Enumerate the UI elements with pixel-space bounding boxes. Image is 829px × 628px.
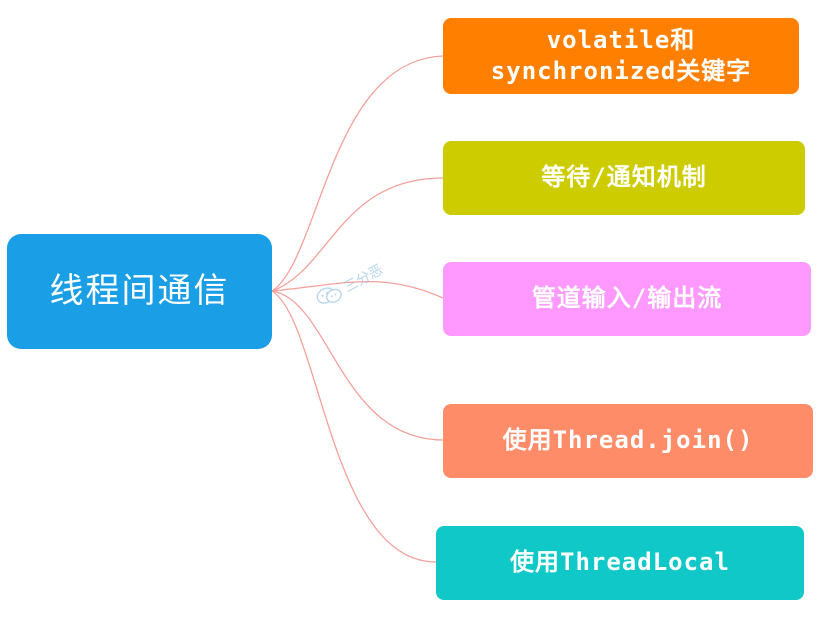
watermark: 三分恶: [313, 259, 386, 310]
child-node-label-line1: volatile和: [546, 25, 696, 54]
root-node[interactable]: 线程间通信: [7, 234, 272, 349]
child-node-label-line1: 管道输入/输出流: [531, 284, 723, 313]
child-node-label-line1: 等待/通知机制: [541, 163, 707, 192]
connector-4: [271, 290, 444, 441]
connector-1: [271, 55, 444, 292]
root-node-label: 线程间通信: [49, 271, 230, 312]
connector-3: [271, 280, 444, 299]
connector-5: [271, 290, 437, 563]
child-node-wait-notify[interactable]: 等待/通知机制: [443, 141, 805, 215]
connector-2: [271, 177, 444, 292]
child-node-thread-join[interactable]: 使用Thread.join(): [443, 404, 813, 478]
wechat-icon: [316, 287, 342, 304]
child-node-label-line1: 使用Thread.join(): [502, 426, 754, 455]
child-node-pipe-io[interactable]: 管道输入/输出流: [443, 262, 811, 336]
child-node-threadlocal[interactable]: 使用ThreadLocal: [436, 526, 804, 600]
child-node-volatile-synchronized[interactable]: volatile和 synchronized关键字: [443, 18, 799, 94]
child-node-label-line2: synchronized关键字: [490, 57, 752, 85]
child-node-label-line1: 使用ThreadLocal: [510, 548, 730, 577]
